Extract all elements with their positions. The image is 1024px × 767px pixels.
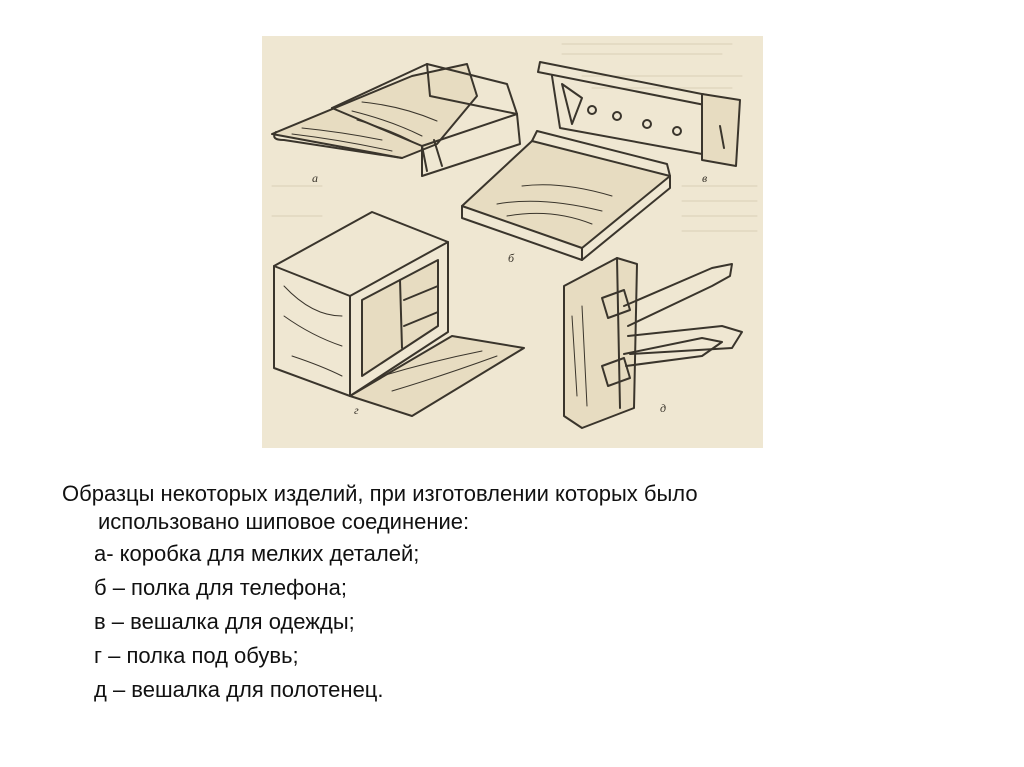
item-d-towel-hanger-drawing (563, 257, 743, 429)
caption-item-a: а- коробка для мелких деталей; (94, 541, 420, 566)
caption-lead-line2: использовано шиповое соединение: (98, 509, 470, 534)
item-b-letter: б (508, 251, 515, 265)
item-v-letter: в (702, 171, 707, 185)
woodwork-illustration: а в б (262, 36, 763, 448)
caption-item-d: д – вешалка для полотенец. (94, 677, 384, 702)
item-g-letter: г (354, 403, 359, 417)
caption-item-v: в – вешалка для одежды; (94, 609, 355, 634)
item-b-shelf-drawing (461, 130, 671, 261)
caption-item-list: а- коробка для мелких деталей; б – полка… (62, 536, 962, 706)
item-d-letter: д (660, 401, 666, 415)
caption-item-b: б – полка для телефона; (94, 575, 347, 600)
item-a-box-drawing (271, 63, 521, 177)
caption: Образцы некоторых изделий, при изготовле… (62, 480, 962, 706)
caption-item-g: г – полка под обувь; (94, 643, 299, 668)
item-a-letter: а (312, 171, 318, 185)
item-g-cabinet-drawing (273, 211, 525, 417)
caption-lead-line1: Образцы некоторых изделий, при изготовле… (62, 481, 698, 506)
woodwork-drawing: а в б (271, 43, 758, 429)
item-v-hanger-drawing (537, 61, 741, 167)
